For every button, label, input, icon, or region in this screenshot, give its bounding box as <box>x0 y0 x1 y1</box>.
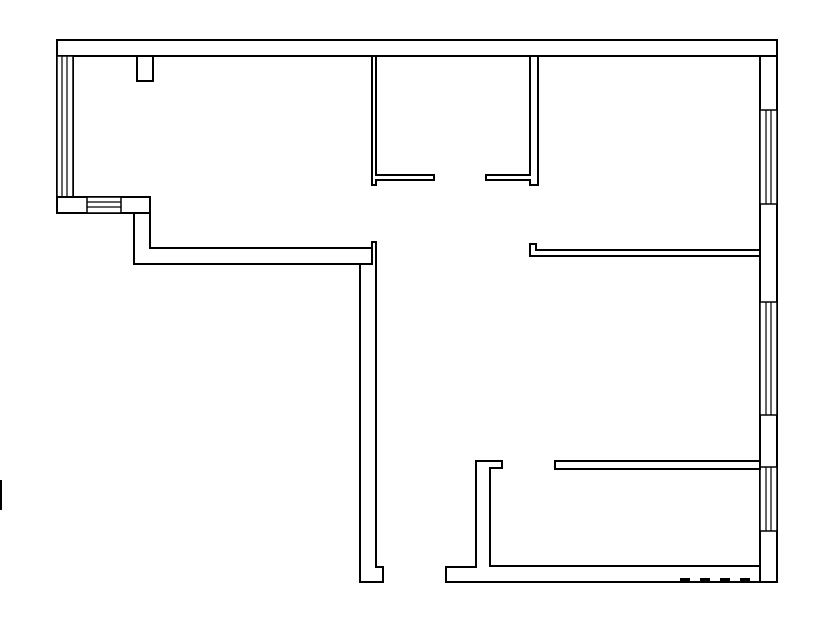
bathroom-left-wall <box>371 55 435 186</box>
right-upper-window <box>759 109 778 205</box>
bathroom-right-wall <box>485 55 539 186</box>
balcony-step-window <box>86 196 122 214</box>
lower-room-l-wall <box>445 460 761 583</box>
left-balcony-window <box>56 55 74 198</box>
left-edge-tick <box>0 480 2 510</box>
top-pillar-stub <box>136 55 154 82</box>
right-lower-window <box>759 466 778 532</box>
right-middle-window <box>759 301 778 416</box>
central-left-wall <box>359 241 384 583</box>
bottom-right-marks <box>680 578 750 581</box>
lower-bedroom-top-wall <box>554 460 761 470</box>
top-exterior-wall <box>56 39 778 57</box>
